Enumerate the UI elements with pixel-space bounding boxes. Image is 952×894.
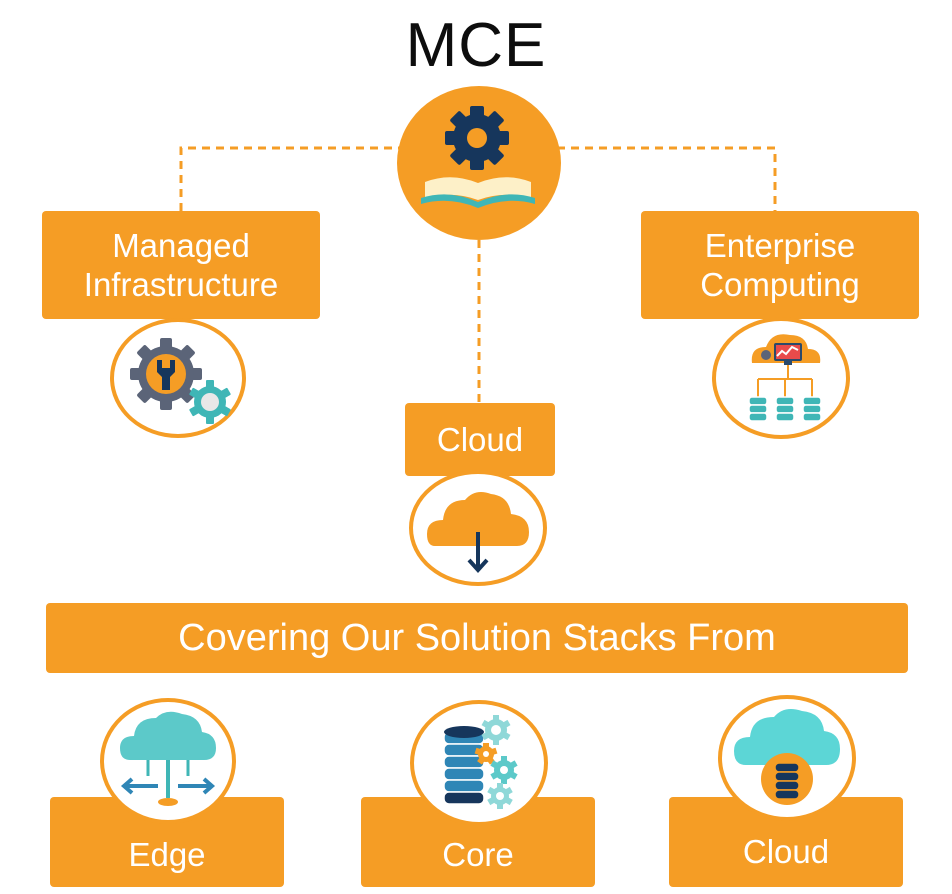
enterprise-computing-label: Enterprise Computing <box>700 227 860 303</box>
gear-book-icon <box>421 106 535 208</box>
page-title: MCE <box>405 11 547 80</box>
stack-circle-cloud <box>718 695 856 821</box>
stack-label-core: Core <box>442 835 514 873</box>
cloud-database-icon <box>734 709 840 805</box>
enterprise-computing-box: Enterprise Computing <box>641 211 919 319</box>
cloud-download-icon <box>427 492 529 573</box>
edge-cloud-icon <box>120 711 216 806</box>
managed-infrastructure-box: Managed Infrastructure <box>42 211 320 319</box>
stack-circle-edge <box>100 698 236 824</box>
enterprise-network-icon <box>748 334 822 422</box>
stack-circle-core <box>410 700 548 826</box>
enterprise-computing-circle <box>712 317 850 439</box>
cloud-circle <box>409 470 547 586</box>
stack-label-cloud: Cloud <box>742 832 830 870</box>
banner-text: Covering Our Solution Stacks From <box>178 616 776 659</box>
core-database-icon <box>443 715 518 809</box>
managed-infrastructure-label: Managed Infrastructure <box>83 227 279 303</box>
gears-wrench-icon <box>130 338 231 424</box>
solution-stacks-banner: Covering Our Solution Stacks From <box>46 603 908 673</box>
cloud-label: Cloud <box>436 421 524 458</box>
cloud-box: Cloud <box>405 403 555 476</box>
mce-hub-circle <box>397 86 561 240</box>
stack-label-edge: Edge <box>128 835 206 873</box>
managed-infrastructure-circle <box>110 318 246 438</box>
